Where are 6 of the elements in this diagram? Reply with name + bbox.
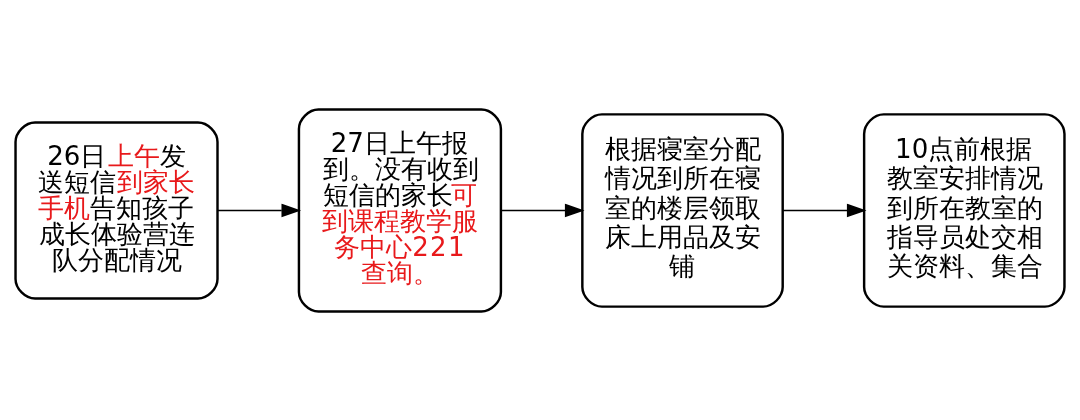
node-box: 根据寝室分配情况到所在寝室的楼层领取床上用品及安铺 <box>581 112 784 308</box>
node-box: 26日上午发送短信到家长手机告知孩子成长体验营连队分配情况 <box>14 120 219 300</box>
arrow <box>500 203 585 217</box>
node-box: 10点前根据教室安排情况到所在教室的指导员处交相关资料、集合 <box>862 112 1066 308</box>
arrow <box>782 203 867 217</box>
arrow <box>216 203 302 217</box>
